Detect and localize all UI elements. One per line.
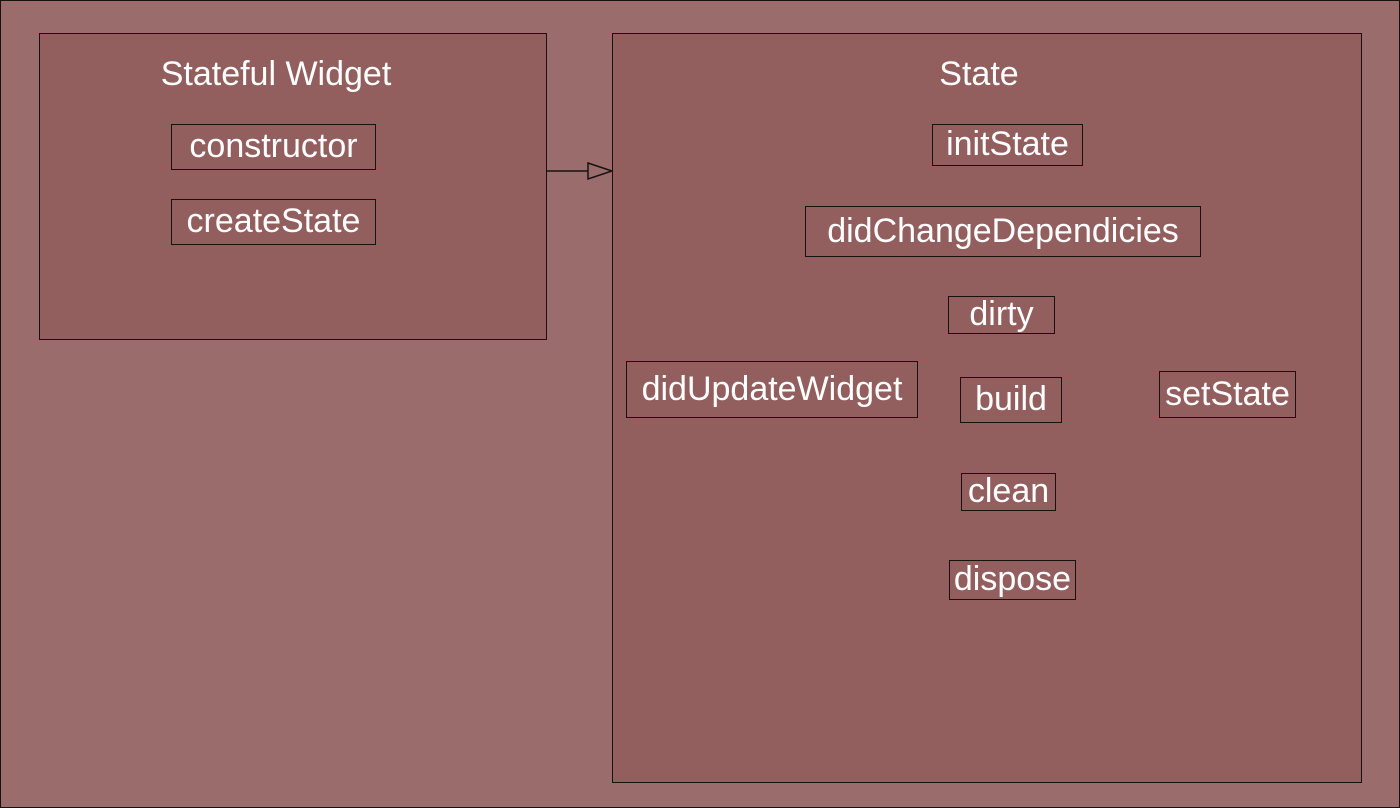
did-update-widget-node: didUpdateWidget xyxy=(626,361,918,418)
state-title: State xyxy=(939,55,1019,93)
create-state-node: createState xyxy=(171,199,376,245)
stateful-widget-panel: Stateful Widget xyxy=(39,33,547,340)
stateful-widget-title: Stateful Widget xyxy=(160,55,392,93)
set-state-node: setState xyxy=(1159,371,1296,418)
clean-node: clean xyxy=(961,473,1056,511)
did-change-dependencies-node: didChangeDependicies xyxy=(805,206,1201,257)
constructor-node: constructor xyxy=(171,124,376,170)
dirty-node: dirty xyxy=(948,296,1055,334)
dispose-node: dispose xyxy=(949,560,1076,600)
build-node: build xyxy=(960,377,1062,423)
edge-widget-to-state xyxy=(547,161,615,181)
init-state-node: initState xyxy=(932,124,1083,166)
